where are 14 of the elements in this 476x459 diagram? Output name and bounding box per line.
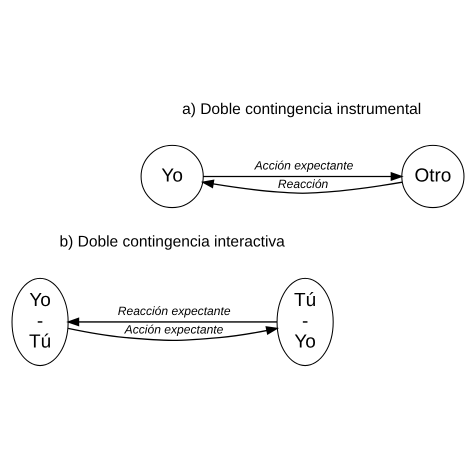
- label: a) Doble contingencia instrumental: [182, 100, 422, 118]
- edge-label: Reacción expectante: [118, 304, 231, 318]
- arrow: [200, 179, 402, 194]
- node-circle: Yo: [140, 144, 204, 208]
- edge-label: Reacción: [278, 176, 328, 190]
- arrow: [66, 316, 277, 326]
- node-circle: Otro: [401, 144, 464, 208]
- label: b) Doble contingencia interactiva: [59, 233, 285, 250]
- node-ellipse: Tú - Yo: [276, 277, 334, 366]
- edge-label: Acción expectante: [124, 322, 224, 336]
- edge-label: Acción expectante: [254, 158, 354, 172]
- arrow: [203, 171, 404, 181]
- arrow: [68, 326, 280, 341]
- node-ellipse: Yo - Tú: [12, 277, 69, 366]
